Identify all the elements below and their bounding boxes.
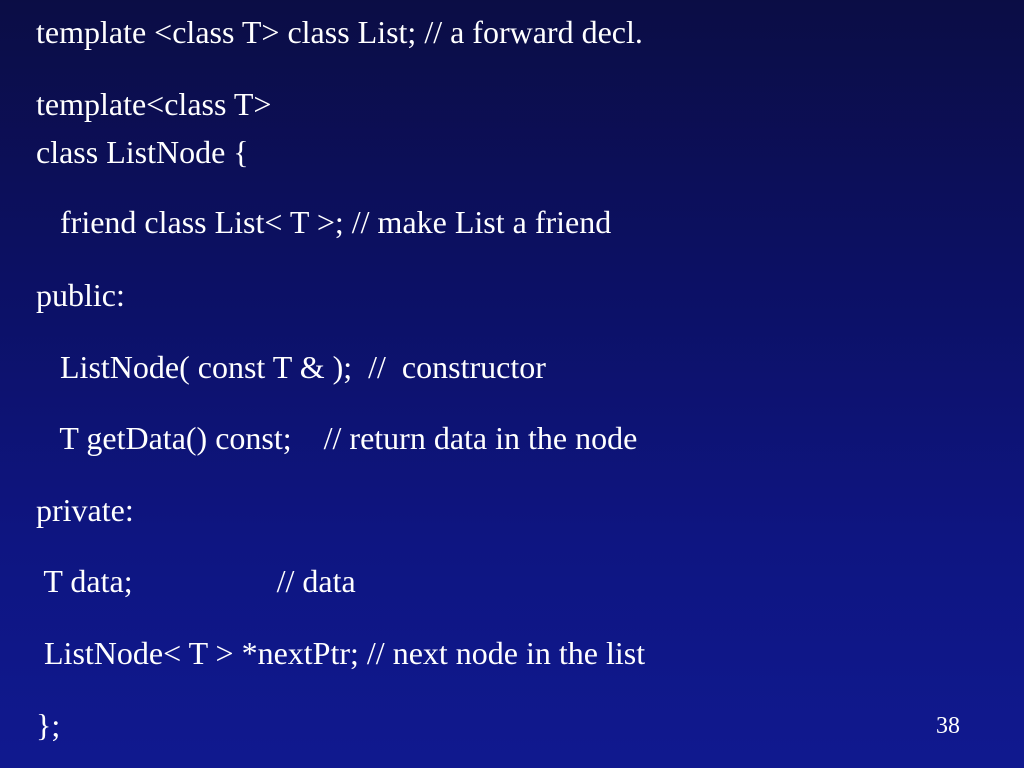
code-line-next-pointer: ListNode< T > *nextPtr; // next node in … [36,635,646,671]
slide-number: 38 [936,713,960,739]
code-line-data-member: T data; // data [36,563,356,599]
code-line-class-declaration: class ListNode { [36,134,249,170]
code-line-constructor: ListNode( const T & ); // constructor [36,349,546,385]
code-line-public-label: public: [36,277,125,313]
code-line-closing-brace: }; [36,707,61,743]
code-line-friend-declaration: friend class List< T >; // make List a f… [36,204,612,240]
code-line-private-label: private: [36,492,134,528]
code-line-get-data: T getData() const; // return data in the… [36,420,638,456]
code-line-template-header: template<class T> [36,86,272,122]
code-line-forward-declaration: template <class T> class List; // a forw… [36,14,643,50]
